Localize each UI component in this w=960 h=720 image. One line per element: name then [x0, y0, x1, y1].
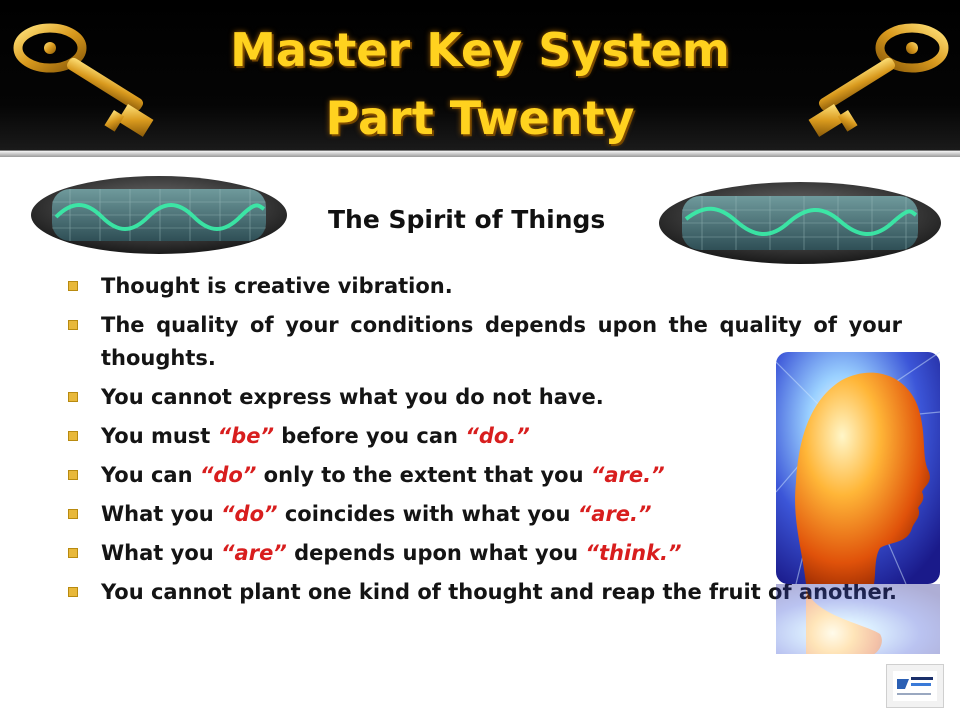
- slide-title-line1: Master Key System: [230, 23, 730, 77]
- bullet-text: only to the extent that you: [256, 463, 591, 487]
- bullet-text: coincides with what you: [277, 502, 578, 526]
- golden-key-icon: [808, 23, 949, 137]
- slide-subtitle: The Spirit of Things: [328, 205, 606, 234]
- head-reflection: [776, 584, 940, 654]
- bullet-emphasis: “do”: [199, 463, 257, 487]
- bullet-marker: [68, 320, 78, 330]
- bullet-emphasis: “are.”: [590, 463, 665, 487]
- bullet-text: Thought is creative vibration.: [101, 274, 453, 298]
- bullet-marker: [68, 431, 78, 441]
- bullet-emphasis: “do.”: [465, 424, 530, 448]
- bullet-item: You cannot express what you do not have.: [68, 381, 902, 414]
- bullet-item: The quality of your conditions depends u…: [68, 309, 902, 375]
- bullet-text: You must: [101, 424, 218, 448]
- bullet-emphasis: “are”: [221, 541, 287, 565]
- truth-dynamics-logo: [886, 664, 944, 708]
- bullet-marker: [68, 509, 78, 519]
- bullet-text: The quality of your conditions depends u…: [101, 313, 902, 370]
- bullet-text: What you: [101, 502, 222, 526]
- bullet-marker: [68, 470, 78, 480]
- bullet-text: before you can: [273, 424, 466, 448]
- bullet-marker: [68, 587, 78, 597]
- bullet-text: You can: [101, 463, 200, 487]
- bullet-item: You cannot plant one kind of thought and…: [68, 576, 902, 609]
- oscilloscope-wave-icon: [659, 182, 941, 264]
- bullet-text: You cannot plant one kind of thought and…: [101, 580, 898, 604]
- bullet-list: Thought is creative vibration. The quali…: [68, 270, 902, 615]
- bullet-emphasis: “are.”: [577, 502, 652, 526]
- bullet-item: You must “be” before you can “do.”: [68, 420, 791, 453]
- bullet-item: You can “do” only to the extent that you…: [68, 459, 791, 492]
- bullet-emphasis: “do”: [221, 502, 278, 526]
- bullet-emphasis: “think.”: [585, 541, 682, 565]
- bullet-item: What you “do” coincides with what you “a…: [68, 498, 791, 531]
- glowing-head-silhouette: [776, 352, 940, 584]
- title-banner: [0, 0, 960, 150]
- bullet-marker: [68, 392, 78, 402]
- bullet-emphasis: “be”: [217, 424, 274, 448]
- golden-key-icon: [13, 23, 154, 137]
- slide-title-line2: Part Twenty: [325, 91, 635, 145]
- oscilloscope-wave-icon: [31, 176, 287, 254]
- bullet-marker: [68, 281, 78, 291]
- banner-divider: [0, 150, 960, 157]
- bullet-text: What you: [101, 541, 222, 565]
- bullet-item: What you “are” depends upon what you “th…: [68, 537, 791, 570]
- bullet-item: Thought is creative vibration.: [68, 270, 902, 303]
- bullet-marker: [68, 548, 78, 558]
- bullet-text: depends upon what you: [286, 541, 586, 565]
- bullet-text: You cannot express what you do not have.: [101, 385, 604, 409]
